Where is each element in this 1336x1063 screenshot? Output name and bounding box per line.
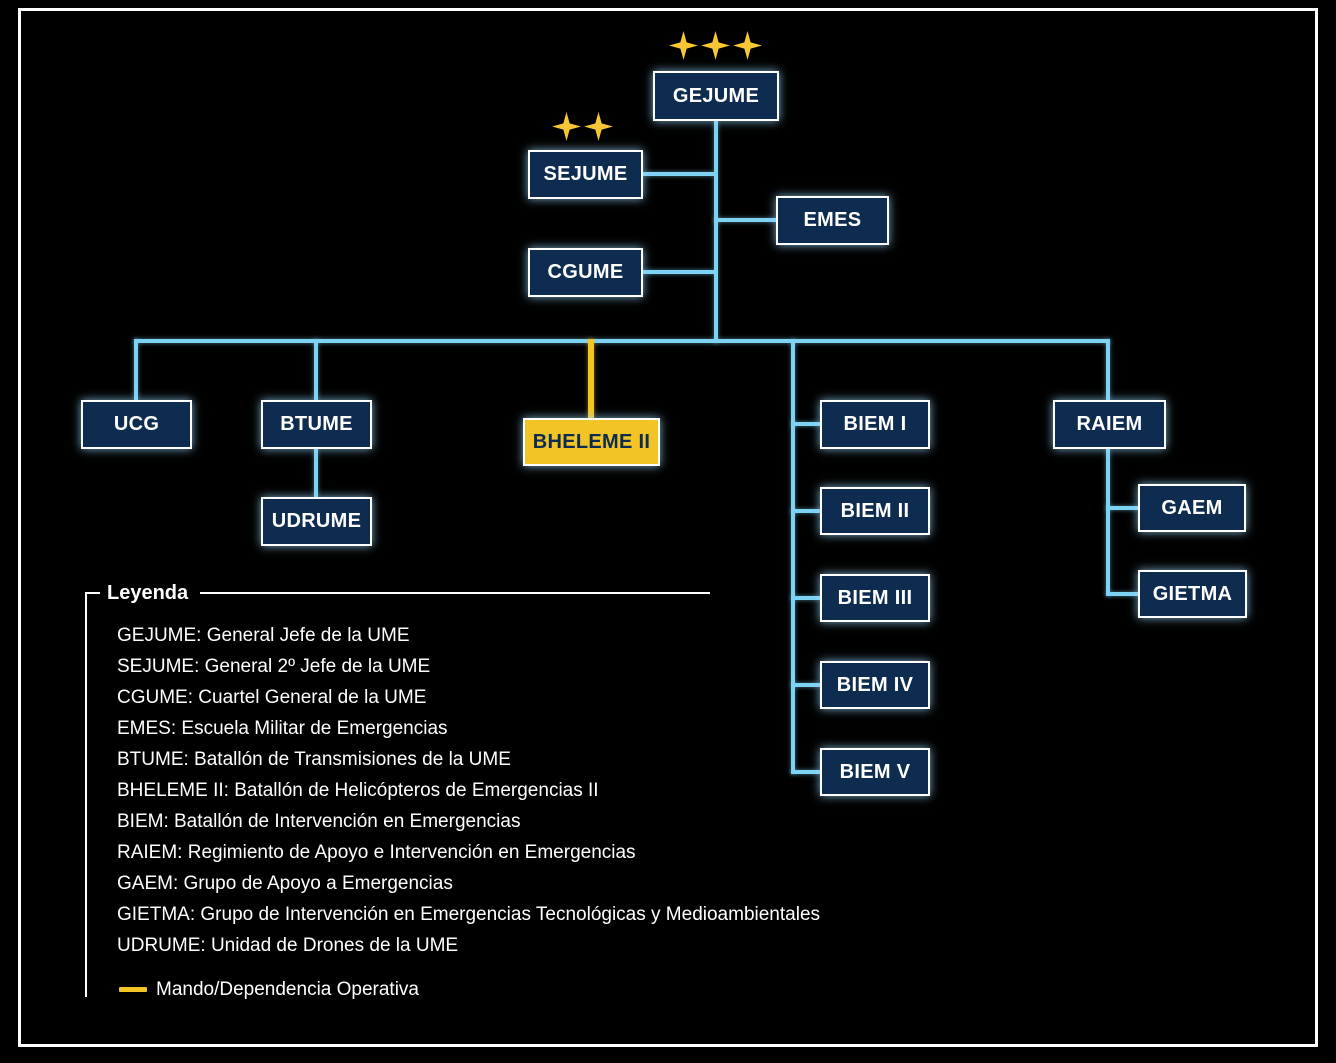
connector-gaem (1106, 506, 1138, 510)
connector-raiem (1106, 339, 1110, 400)
node-label: RAIEM (1076, 413, 1143, 435)
node-label: BHELEME II (532, 430, 651, 453)
connector-btume (314, 339, 318, 400)
legend-bracket-line (85, 592, 87, 997)
legend-entry: SEJUME: General 2º Jefe de la UME (117, 656, 431, 677)
legend-entry: GIETMA: Grupo de Intervención en Emergen… (117, 904, 821, 925)
node-label: UDRUME (271, 510, 362, 532)
node-label: BIEM III (837, 586, 913, 609)
node-label: BTUME (280, 413, 353, 435)
node-label: GAEM (1161, 496, 1223, 519)
node-ucg: UCG (81, 400, 192, 449)
node-label: UCG (113, 413, 160, 435)
node-raiem: RAIEM (1053, 400, 1166, 449)
legend-entries: GEJUME: General Jefe de la UME SEJUME: G… (117, 620, 820, 961)
connector-biem-iii (791, 596, 820, 600)
legend-entry: BIEM: Batallón de Intervención en Emerge… (117, 811, 521, 832)
legend-title: Leyenda (107, 582, 189, 604)
connector-sejume (643, 172, 714, 176)
star-icon (701, 31, 730, 60)
connector-gejume-trunk (714, 121, 718, 343)
node-label: SEJUME (543, 163, 628, 185)
connector-biem-iv (791, 683, 820, 687)
star-icon (733, 31, 762, 60)
star-icon (552, 112, 581, 141)
legend-entry: EMES: Escuela Militar de Emergencias (117, 718, 448, 739)
connector-gietma (1106, 592, 1138, 596)
node-label: BIEM I (843, 413, 907, 435)
node-biem-iii: BIEM III (820, 574, 930, 622)
node-udrume: UDRUME (261, 497, 372, 546)
legend-entry: UDRUME: Unidad de Drones de la UME (117, 935, 459, 956)
node-label: EMES (803, 209, 862, 231)
connector-raiem-trunk (1106, 449, 1110, 596)
legend-title-rule (200, 592, 710, 594)
operational-key-label: Mando/Dependencia Operativa (156, 979, 420, 1000)
node-biem-iv: BIEM IV (820, 661, 930, 709)
node-gejume: GEJUME (653, 71, 779, 121)
node-label: GEJUME (672, 84, 760, 107)
node-btume: BTUME (261, 400, 372, 449)
connector-ucg (134, 339, 138, 400)
node-biem-i: BIEM I (820, 400, 930, 449)
node-bheleme-ii: BHELEME II (523, 418, 660, 466)
node-label: BIEM II (840, 499, 910, 522)
connector-biem-i (791, 422, 820, 426)
legend-entry: CGUME: Cuartel General de la UME (117, 687, 427, 708)
node-label: BIEM V (839, 760, 911, 783)
legend-entry: BTUME: Batallón de Transmisiones de la U… (117, 749, 511, 770)
node-label: CGUME (547, 261, 624, 283)
node-label: GIETMA (1152, 582, 1233, 605)
node-sejume: SEJUME (528, 150, 643, 199)
sejume-rank-stars (552, 112, 613, 141)
star-icon (584, 112, 613, 141)
connector-main-horizontal (134, 339, 1110, 343)
legend-entry: GEJUME: General Jefe de la UME (117, 625, 410, 646)
legend-entry: RAIEM: Regimiento de Apoyo e Intervenció… (117, 842, 636, 863)
star-icon (669, 31, 698, 60)
gejume-rank-stars (669, 31, 762, 60)
node-cgume: CGUME (528, 248, 643, 297)
operational-line-swatch (119, 987, 147, 992)
connector-biem-trunk (791, 339, 795, 774)
connector-cgume (643, 270, 714, 274)
node-gaem: GAEM (1138, 484, 1246, 532)
node-label: BIEM IV (836, 673, 914, 696)
connector-bheleme-operational (588, 339, 594, 418)
connector-biem-v (791, 770, 820, 774)
node-biem-v: BIEM V (820, 748, 930, 796)
legend-entry: GAEM: Grupo de Apoyo a Emergencias (117, 873, 453, 894)
legend-entry: BHELEME II: Batallón de Helicópteros de … (117, 780, 599, 801)
node-gietma: GIETMA (1138, 570, 1247, 618)
connector-emes (714, 218, 776, 222)
connector-btume-udrume (314, 449, 318, 497)
connector-biem-ii (791, 509, 820, 513)
legend-bracket-tick (85, 592, 100, 594)
node-emes: EMES (776, 196, 889, 245)
node-biem-ii: BIEM II (820, 487, 930, 535)
